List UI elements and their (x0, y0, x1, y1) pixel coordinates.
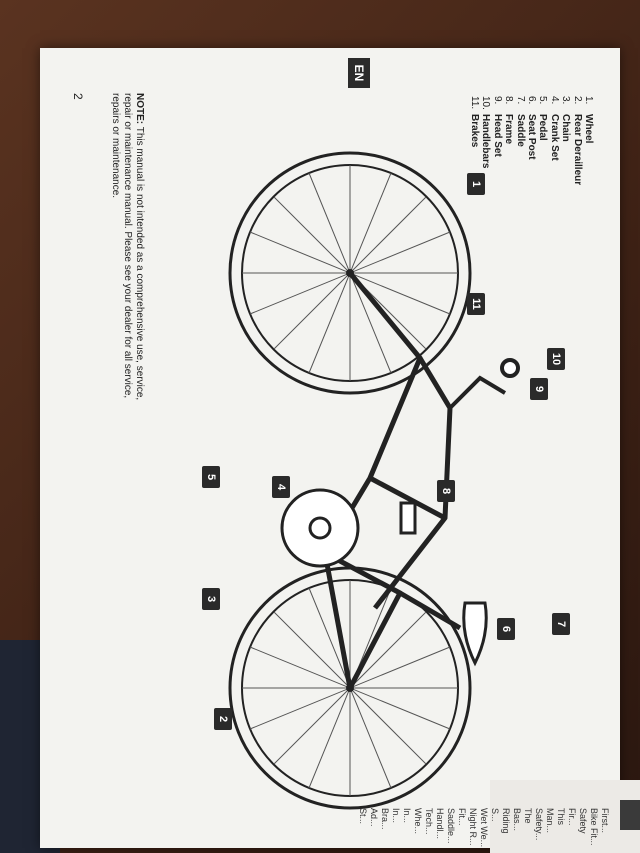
toc-item: Fit... (457, 808, 467, 826)
toc-item: Bra... (380, 808, 390, 830)
callout-11: 11 (467, 293, 485, 315)
toc-item: Saddle... (446, 808, 456, 844)
note-paragraph: NOTE: This manual is not intended as a c… (109, 93, 145, 423)
saddle (462, 601, 488, 667)
toc-item: Wet We... (479, 808, 489, 848)
toc-item: Whe... (413, 808, 423, 835)
callout-3: 3 (202, 588, 220, 610)
toc-item: The Bas... (512, 808, 533, 832)
toc-item: Tech... (424, 808, 434, 835)
toc-item: Safety Fir... (567, 808, 588, 834)
rotated-page-content: EN 1.Wheel 2.Rear Derailleur 3.Chain 4.C… (40, 48, 640, 848)
callout-6: 6 (497, 618, 515, 640)
toc-item: Safety... (534, 808, 544, 841)
callout-1: 1 (467, 173, 485, 195)
front-wheel (228, 151, 472, 395)
handlebars (448, 375, 507, 410)
callout-9: 9 (530, 378, 548, 400)
next-page-edge (490, 780, 640, 853)
manual-page (40, 48, 620, 848)
callout-2: 2 (214, 708, 232, 730)
page-number: 2 (71, 93, 85, 100)
callout-8: 8 (437, 480, 455, 502)
toc-item: In... (391, 808, 401, 824)
bicycle-illustration (228, 151, 520, 810)
next-page-header-bar (620, 800, 640, 830)
toc-item: This Man... (545, 808, 566, 834)
toc-item: In... (402, 808, 412, 824)
note-label: NOTE: (134, 93, 145, 125)
toc-item: Riding S... (490, 808, 511, 834)
pedal (399, 501, 417, 535)
callout-7: 7 (552, 613, 570, 635)
next-page-toc: First... Bike Fit... Safety Fir... This … (357, 808, 610, 848)
note-text: This manual is not intended as a compreh… (110, 93, 145, 401)
toc-item: Bike Fit... (589, 808, 599, 846)
toc-item: First... (600, 808, 610, 833)
callout-5: 5 (202, 466, 220, 488)
callout-4: 4 (272, 476, 290, 498)
callout-10: 10 (547, 348, 565, 370)
toc-item: Handl... (435, 808, 445, 840)
toc-item: St... (358, 808, 368, 825)
toc-item: Night R... (468, 808, 478, 846)
toc-item: Ad... (369, 808, 379, 827)
